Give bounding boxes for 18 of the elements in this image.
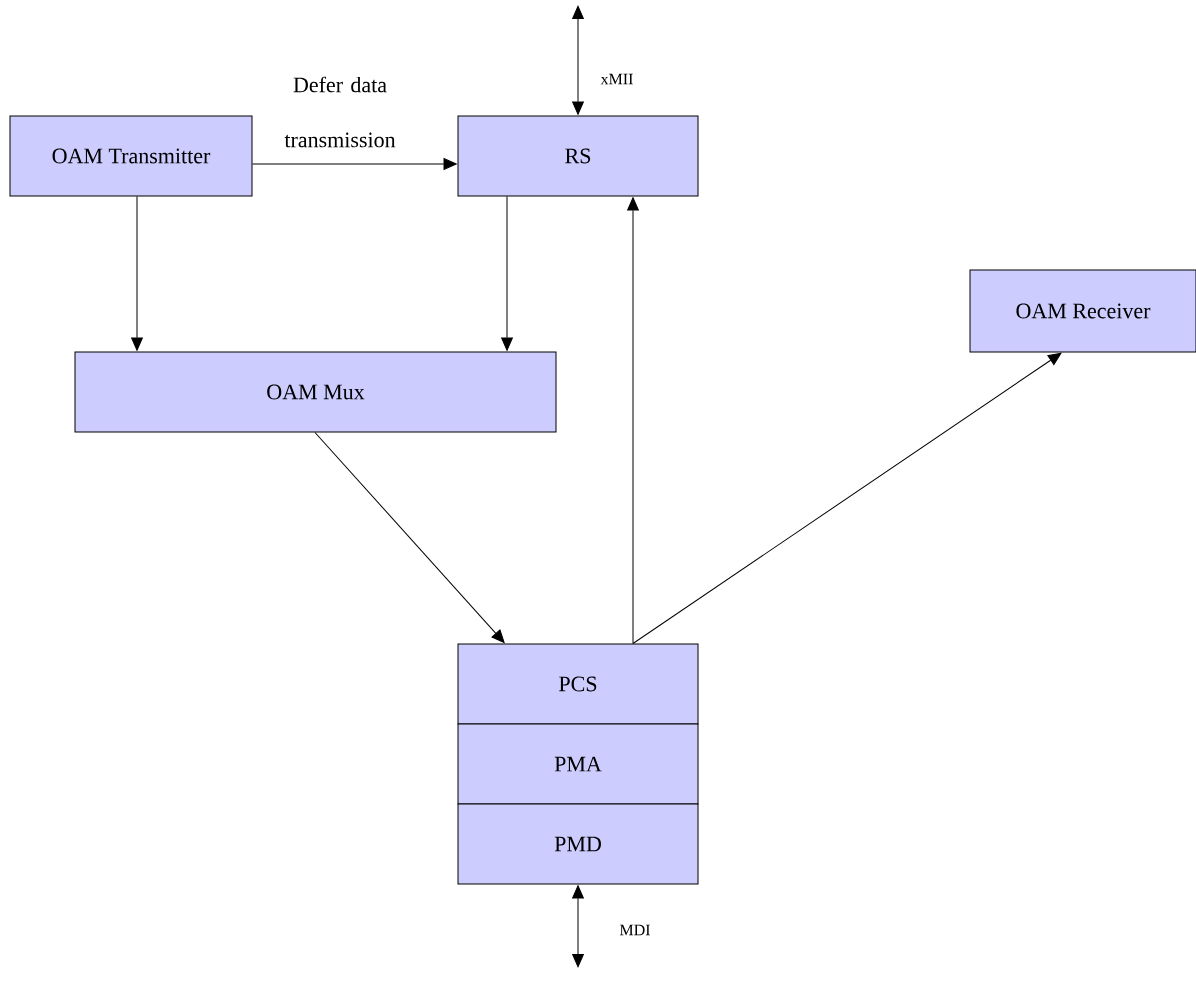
- arrow: [131, 196, 143, 351]
- edge-label: Defer data transmission: [284, 76, 396, 148]
- process-box: PMA: [457, 723, 699, 805]
- arrow: [572, 885, 584, 968]
- process-box: OAM Receiver: [969, 269, 1196, 353]
- process-box: PCS: [457, 643, 699, 725]
- edge-label: MDI: [619, 924, 650, 936]
- arrow: [627, 197, 639, 644]
- arrow: [572, 5, 584, 115]
- process-box: PMD: [457, 803, 699, 885]
- edge-label: xMII: [600, 73, 633, 85]
- arrow: [252, 158, 457, 170]
- arrow: [501, 196, 513, 351]
- process-box: OAM Mux: [74, 351, 557, 433]
- process-box: RS: [457, 115, 699, 197]
- arrow: [314, 432, 505, 644]
- arrow: [632, 352, 1062, 644]
- process-box: OAM Transmitter: [9, 115, 253, 197]
